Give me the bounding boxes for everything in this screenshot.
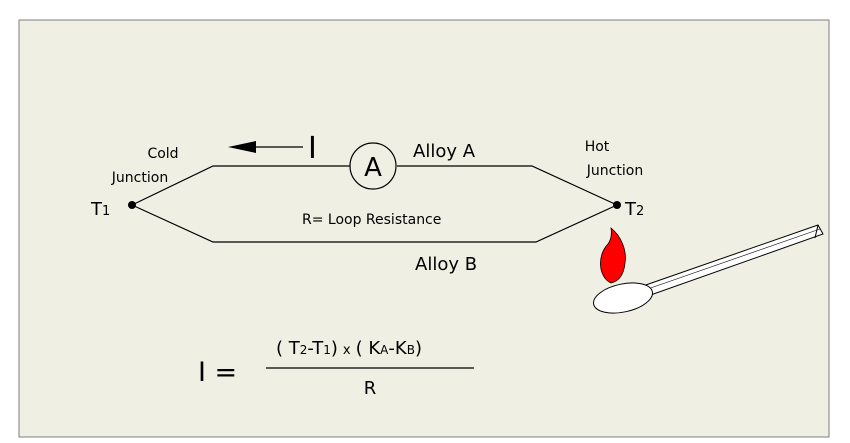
current-symbol: I — [308, 131, 317, 166]
hot-junction-line2: Junction — [586, 163, 643, 179]
cold-junction-temp: T1 — [90, 199, 110, 220]
loop-resistance-label: R= Loop Resistance — [302, 212, 441, 228]
wire-alloy-a — [131, 165, 350, 206]
left-arrow-icon — [228, 141, 256, 153]
cold-junction-line2: Junction — [111, 170, 168, 186]
alloy-a-label: Alloy A — [413, 141, 476, 162]
formula-lhs: I = — [198, 357, 237, 388]
cold-junction-dot — [128, 201, 136, 209]
ammeter-icon — [349, 142, 397, 190]
flame-icon — [600, 227, 626, 284]
hot-junction-line1: Hot — [585, 139, 610, 155]
formula-numerator: ( T2-T1)x( KA-KB) — [276, 338, 422, 359]
formula-denominator: R — [364, 378, 377, 399]
hot-junction-dot — [613, 201, 621, 209]
alloy-b-label: Alloy B — [415, 254, 477, 275]
hot-junction-temp: T2 — [624, 199, 644, 220]
wire-alloy-a-right — [397, 165, 618, 206]
matchstick-icon — [593, 224, 824, 314]
wire-alloy-b — [131, 204, 618, 243]
cold-junction-line1: Cold — [147, 146, 178, 162]
ammeter-label: A — [364, 153, 382, 183]
diagram-panel — [18, 19, 830, 438]
